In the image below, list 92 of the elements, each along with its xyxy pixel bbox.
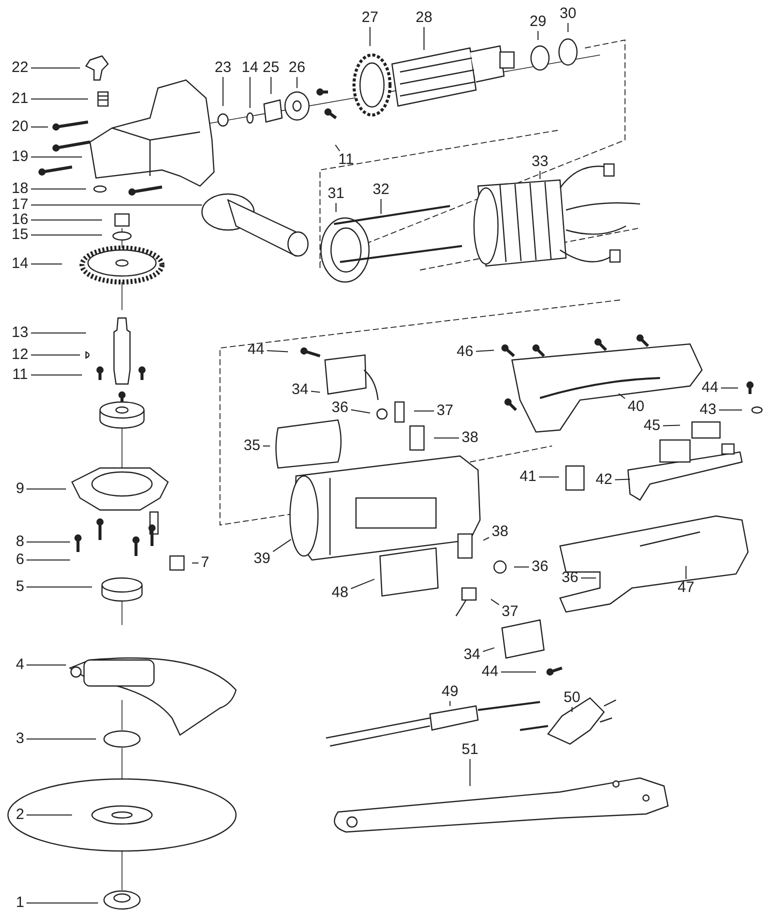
callout-number: 15 <box>12 227 28 243</box>
callout-number: 16 <box>12 212 28 228</box>
callout-number: 50 <box>564 690 580 706</box>
callout-number: 44 <box>482 664 498 680</box>
callout-number: 34 <box>292 382 308 398</box>
callout-number: 36 <box>332 400 348 416</box>
callout-number: 45 <box>644 418 660 434</box>
leader-line <box>334 144 340 152</box>
leader-line <box>350 578 375 590</box>
callout-number: 39 <box>254 551 270 567</box>
leader-line <box>30 204 202 206</box>
callout-number: 40 <box>628 399 644 415</box>
callout-number: 27 <box>362 10 378 26</box>
callout-number: 2 <box>16 807 24 823</box>
callout-number: 13 <box>12 325 28 341</box>
leader-line <box>30 332 86 334</box>
leader-line <box>482 647 495 652</box>
callout-number: 4 <box>16 657 24 673</box>
callout-number: 21 <box>12 91 28 107</box>
callout-number: 8 <box>16 534 24 550</box>
callout-number: 22 <box>12 60 28 76</box>
leader-line <box>30 98 88 100</box>
leader-line <box>272 538 292 552</box>
leader-line <box>26 664 66 666</box>
callout-number: 26 <box>288 60 306 76</box>
callout-number: 1 <box>16 895 24 911</box>
callout-number: 9 <box>16 481 24 497</box>
leader-line <box>192 562 199 564</box>
leader-line <box>482 537 490 541</box>
leader-line <box>266 350 288 352</box>
callout-number: 37 <box>502 604 518 620</box>
callout-number: 5 <box>16 579 24 595</box>
leader-line <box>222 76 224 106</box>
callout-number: 31 <box>328 186 344 202</box>
leader-line <box>26 738 96 740</box>
callout-number: 3 <box>16 731 24 747</box>
leader-line <box>538 476 560 478</box>
leader-line <box>350 409 371 414</box>
callout-number: 38 <box>492 524 508 540</box>
leader-line <box>30 234 102 236</box>
leader-line <box>614 478 630 480</box>
callout-number: 30 <box>560 6 576 22</box>
callout-number: 33 <box>532 154 548 170</box>
leader-line <box>310 390 320 393</box>
leader-line <box>514 566 530 568</box>
callout-number: 18 <box>12 181 28 197</box>
leader-line <box>296 76 298 88</box>
callout-number: 37 <box>436 403 454 419</box>
leader-line <box>26 586 92 588</box>
leader-line <box>30 374 82 376</box>
callout-number: 46 <box>456 344 474 360</box>
callout-number: 49 <box>442 684 458 700</box>
callout-number: 51 <box>462 742 478 758</box>
callout-number: 28 <box>416 10 432 26</box>
leader-line <box>490 598 500 606</box>
leader-line <box>476 350 494 352</box>
leader-line <box>26 902 98 904</box>
callout-number: 20 <box>12 119 28 135</box>
leader-line <box>414 410 434 412</box>
callout-number: 35 <box>244 438 260 454</box>
leader-line <box>618 393 626 399</box>
callout-number: 32 <box>372 182 390 198</box>
leader-line <box>270 76 272 94</box>
callout-number: 36 <box>532 559 548 575</box>
leader-line <box>30 156 82 158</box>
callout-number: 11 <box>12 367 28 383</box>
callout-number: 48 <box>332 585 348 601</box>
callout-number: 43 <box>700 402 716 418</box>
callout-number: 41 <box>520 469 536 485</box>
callout-number: 6 <box>16 552 24 568</box>
callout-number: 12 <box>12 347 28 363</box>
callout-number: 38 <box>462 430 478 446</box>
callout-number: 14 <box>242 60 258 76</box>
leader-line <box>30 126 48 128</box>
leader-line <box>380 198 382 214</box>
callout-number: 17 <box>12 197 28 213</box>
callout-number: 11 <box>338 152 354 168</box>
callout-number: 42 <box>596 472 612 488</box>
leader-line <box>662 424 680 426</box>
callout-number: 7 <box>200 555 210 571</box>
leader-line <box>30 188 86 190</box>
callout-number: 19 <box>12 149 28 165</box>
callout-number: 25 <box>262 60 280 76</box>
callout-number: 44 <box>702 380 718 396</box>
callout-number: 14 <box>12 256 28 272</box>
leader-line <box>30 354 80 356</box>
callout-number: 23 <box>214 60 232 76</box>
callout-number: 44 <box>248 342 264 358</box>
leader-line <box>26 488 66 490</box>
callout-number: 29 <box>530 14 546 30</box>
callout-number: 47 <box>678 580 694 596</box>
callout-number: 34 <box>464 647 480 663</box>
